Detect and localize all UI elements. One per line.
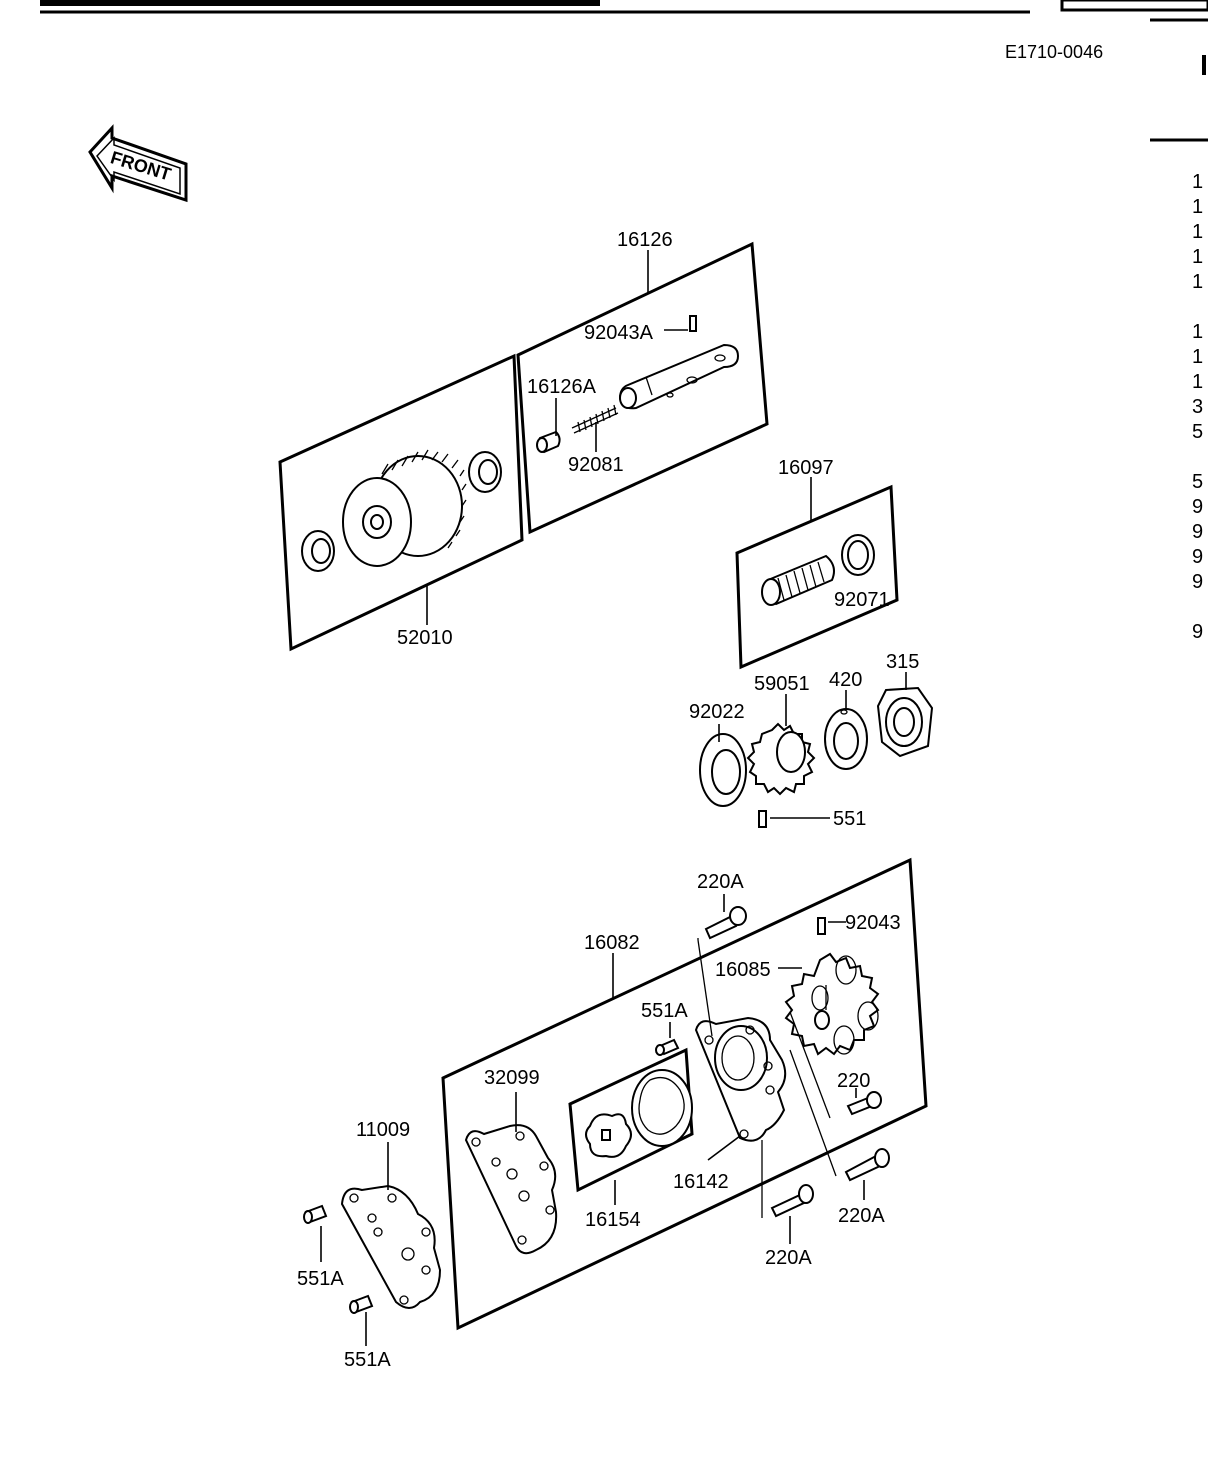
side-ref: 9 (1192, 496, 1203, 518)
label-52010: 52010 (397, 627, 453, 649)
cover-11009-icon (340, 1184, 442, 1309)
label-16082: 16082 (584, 932, 640, 954)
washer-92022-icon (699, 733, 747, 807)
side-ref: 1 (1192, 196, 1203, 218)
pin-92043A-icon (689, 315, 697, 332)
label-16097: 16097 (778, 457, 834, 479)
label-220: 220 (837, 1070, 870, 1092)
side-ref: 1 (1192, 321, 1203, 343)
label-92043: 92043 (845, 912, 901, 934)
nut-315-icon (876, 686, 934, 758)
pin-551A-left-icon (303, 1204, 328, 1224)
header-rules (40, 0, 1208, 142)
side-ref: 9 (1192, 571, 1203, 593)
plunger-16126A-icon (536, 430, 561, 454)
group-52010 (278, 353, 524, 652)
label-92081: 92081 (568, 454, 624, 476)
relief-valve-16126-icon (618, 343, 740, 410)
front-arrow-icon: FRONT (88, 124, 188, 203)
pin-92043-icon (817, 917, 826, 935)
label-551: 551 (833, 808, 866, 830)
label-32099: 32099 (484, 1067, 540, 1089)
label-16085: 16085 (715, 959, 771, 981)
label-11009: 11009 (356, 1119, 410, 1141)
pump-body-16142-icon (694, 1016, 787, 1142)
gear-16085-icon (784, 952, 880, 1056)
side-ref: 5 (1192, 471, 1203, 493)
label-59051: 59051 (754, 673, 810, 695)
side-ref: 1 (1192, 371, 1203, 393)
pin-551A-bottom-icon (349, 1294, 374, 1314)
group-16082 (441, 857, 928, 1331)
label-16126A: 16126A (527, 376, 597, 398)
label-92022: 92022 (689, 701, 745, 723)
side-ref: 9 (1192, 521, 1203, 543)
side-ref: 1 (1192, 271, 1203, 293)
group-16126 (516, 241, 769, 535)
label-551A-bottom: 551A (344, 1349, 391, 1371)
bolt-220A-top-icon (704, 906, 747, 940)
spring-92081-icon (571, 404, 619, 434)
side-ref: 9 (1192, 621, 1203, 643)
label-16142: 16142 (673, 1171, 729, 1193)
sprocket-59051-icon (746, 722, 816, 796)
outer-rotor-icon (631, 1069, 693, 1147)
label-420: 420 (829, 669, 862, 691)
filter-o-ring-left-icon (301, 530, 335, 572)
washer-420-icon (824, 708, 868, 770)
oil-filter-52010-icon (342, 449, 467, 567)
o-ring-92071-icon (841, 534, 875, 576)
pin-551A-mid-icon (655, 1038, 680, 1056)
side-column: 1 1 1 1 1 1 1 1 3 5 5 9 9 9 9 9 (1192, 171, 1203, 643)
inner-rotor-icon (585, 1113, 632, 1158)
pin-551-icon (758, 810, 767, 828)
label-16126: 16126 (617, 229, 673, 251)
label-315: 315 (886, 651, 919, 673)
side-ref: 5 (1192, 421, 1203, 443)
label-16154: 16154 (585, 1209, 641, 1231)
bolt-220A-bottom-icon (770, 1184, 814, 1218)
side-ref: 3 (1192, 396, 1203, 418)
side-ref: 9 (1192, 546, 1203, 568)
side-ref: 1 (1192, 221, 1203, 243)
diagram-code: E1710-0046 (1005, 42, 1103, 62)
filter-o-ring-right-icon (468, 451, 502, 493)
side-ref: 1 (1192, 246, 1203, 268)
label-220A-bottom: 220A (765, 1247, 812, 1269)
group-16097 (735, 477, 899, 670)
bolt-220-icon (846, 1091, 882, 1116)
label-92043A: 92043A (584, 322, 654, 344)
label-220A-top: 220A (697, 871, 744, 893)
side-ref: 1 (1192, 171, 1203, 193)
plate-32099-icon (464, 1124, 558, 1255)
label-92071: 92071 (834, 589, 890, 611)
label-551A-mid: 551A (641, 1000, 688, 1022)
oil-screen-16097-icon (761, 554, 835, 606)
label-220A-right: 220A (838, 1205, 885, 1227)
bolt-220A-right-icon (844, 1148, 890, 1182)
side-ref: 1 (1192, 346, 1203, 368)
label-551A-left: 551A (297, 1268, 344, 1290)
